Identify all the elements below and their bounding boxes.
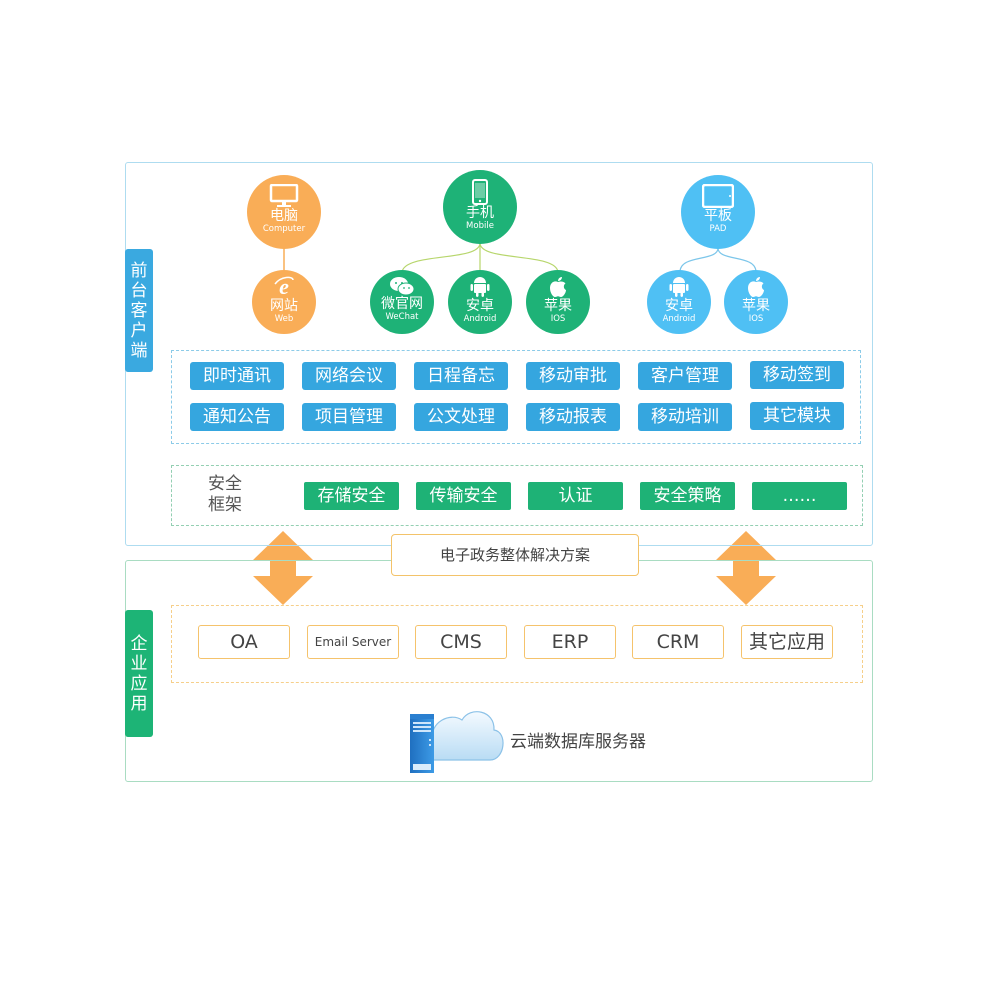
connector-pad-ios <box>717 247 757 273</box>
database-label: 云端数据库服务器 <box>510 732 646 752</box>
module-item[interactable]: 项目管理 <box>302 403 396 431</box>
platform-name-zh: 安卓 <box>665 298 693 314</box>
svg-text:e: e <box>279 276 289 298</box>
platform-name-en: Web <box>274 314 294 324</box>
security-item[interactable]: 存储安全 <box>304 482 399 510</box>
platform-name-en: IOS <box>748 314 764 324</box>
front-client-label-char: 户 <box>130 320 148 341</box>
module-item[interactable]: 公文处理 <box>414 403 508 431</box>
wechat-icon <box>390 277 415 296</box>
connector-mobile-ios <box>479 242 559 273</box>
connector-mobile-wechat <box>401 242 481 273</box>
device-name-en: PAD <box>709 224 727 234</box>
module-item[interactable]: 网络会议 <box>302 362 396 390</box>
app-item[interactable]: ERP <box>524 625 616 659</box>
app-item[interactable]: Email Server <box>307 625 399 659</box>
platform-name-zh: 网站 <box>270 298 298 314</box>
device-computer: 电脑 Computer <box>247 175 321 249</box>
connector-pad-android <box>679 247 719 273</box>
platform-name-zh: 微官网 <box>381 296 423 312</box>
module-item[interactable]: 日程备忘 <box>414 362 508 390</box>
platform-name-zh: 安卓 <box>466 298 494 314</box>
app-item[interactable]: 其它应用 <box>741 625 833 659</box>
android-icon <box>669 277 689 297</box>
security-item[interactable]: …… <box>752 482 847 510</box>
platform-android: 安卓 Android <box>448 270 512 334</box>
monitor-icon <box>269 184 299 207</box>
security-framework-label: 安全 框架 <box>200 474 250 516</box>
ie-browser-icon: e <box>274 276 294 298</box>
enterprise-tab: 企 业 应 用 <box>125 610 153 737</box>
module-item[interactable]: 通知公告 <box>190 403 284 431</box>
app-item[interactable]: OA <box>198 625 290 659</box>
module-item[interactable]: 其它模块 <box>750 402 844 430</box>
bidirectional-arrow-right <box>716 531 776 605</box>
device-mobile: 手机 Mobile <box>443 170 517 244</box>
security-label-line: 框架 <box>208 495 242 515</box>
platform-name-en: IOS <box>550 314 566 324</box>
front-client-label-char: 端 <box>130 340 148 361</box>
modules-group <box>171 350 861 444</box>
enterprise-apps-group <box>171 605 863 683</box>
security-item[interactable]: 传输安全 <box>416 482 511 510</box>
platform-name-en: WeChat <box>385 312 419 322</box>
module-item[interactable]: 移动签到 <box>750 361 844 389</box>
device-name-zh: 手机 <box>466 205 494 221</box>
module-item[interactable]: 移动审批 <box>526 362 620 390</box>
apple-icon <box>748 277 764 297</box>
security-item[interactable]: 安全策略 <box>640 482 735 510</box>
front-client-label-char: 客 <box>130 300 148 321</box>
front-client-label-char: 台 <box>130 280 148 301</box>
module-item[interactable]: 移动培训 <box>638 403 732 431</box>
platform-wechat: 微官网 WeChat <box>370 270 434 334</box>
platform-name-zh: 苹果 <box>544 298 572 314</box>
platform-android: 安卓 Android <box>647 270 711 334</box>
app-item[interactable]: CRM <box>632 625 724 659</box>
platform-name-en: Android <box>662 314 696 324</box>
platform-name-zh: 苹果 <box>742 298 770 314</box>
security-framework-group <box>171 465 863 526</box>
front-client-label-char: 前 <box>130 260 148 281</box>
device-name-en: Computer <box>262 224 306 234</box>
security-label-line: 安全 <box>208 474 242 494</box>
tablet-icon <box>702 184 734 208</box>
solution-title: 电子政务整体解决方案 <box>391 534 639 576</box>
platform-ios: 苹果 IOS <box>724 270 788 334</box>
app-item[interactable]: CMS <box>415 625 507 659</box>
smartphone-icon <box>472 179 488 205</box>
enterprise-label-char: 用 <box>130 693 148 714</box>
device-name-en: Mobile <box>466 221 494 231</box>
module-item[interactable]: 即时通讯 <box>190 362 284 390</box>
enterprise-label-char: 应 <box>130 673 148 694</box>
platform-web: e 网站 Web <box>252 270 316 334</box>
enterprise-label-char: 企 <box>130 633 148 654</box>
module-item[interactable]: 客户管理 <box>638 362 732 390</box>
front-client-tab: 前 台 客 户 端 <box>125 249 153 372</box>
android-icon <box>470 277 490 297</box>
device-pad: 平板 PAD <box>681 175 755 249</box>
device-name-zh: 平板 <box>704 208 732 224</box>
bidirectional-arrow-left <box>253 531 313 605</box>
security-item[interactable]: 认证 <box>528 482 623 510</box>
enterprise-label-char: 业 <box>130 653 148 674</box>
apple-icon <box>550 277 566 297</box>
module-item[interactable]: 移动报表 <box>526 403 620 431</box>
platform-name-en: Android <box>463 314 497 324</box>
platform-ios: 苹果 IOS <box>526 270 590 334</box>
device-name-zh: 电脑 <box>270 208 298 224</box>
